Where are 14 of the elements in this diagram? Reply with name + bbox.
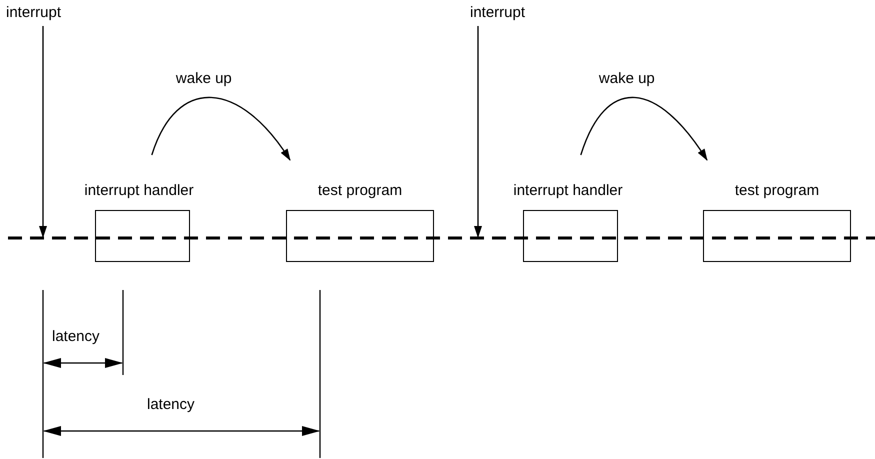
arrow (580, 96, 708, 161)
arrow (474, 26, 482, 238)
box-label: test program (734, 182, 820, 200)
arrow (39, 26, 47, 238)
box-label: interrupt handler (83, 182, 195, 200)
dimension-label: latency (52, 328, 100, 346)
dimension-label: latency (147, 396, 195, 414)
edge-label: wake up (176, 70, 232, 88)
box-label: interrupt handler (512, 182, 624, 200)
interrupt-label: interrupt (6, 4, 62, 22)
box-label: test program (316, 182, 404, 200)
edge-label: wake up (598, 70, 655, 88)
arrow (151, 96, 291, 161)
interrupt-label: interrupt (470, 4, 526, 22)
